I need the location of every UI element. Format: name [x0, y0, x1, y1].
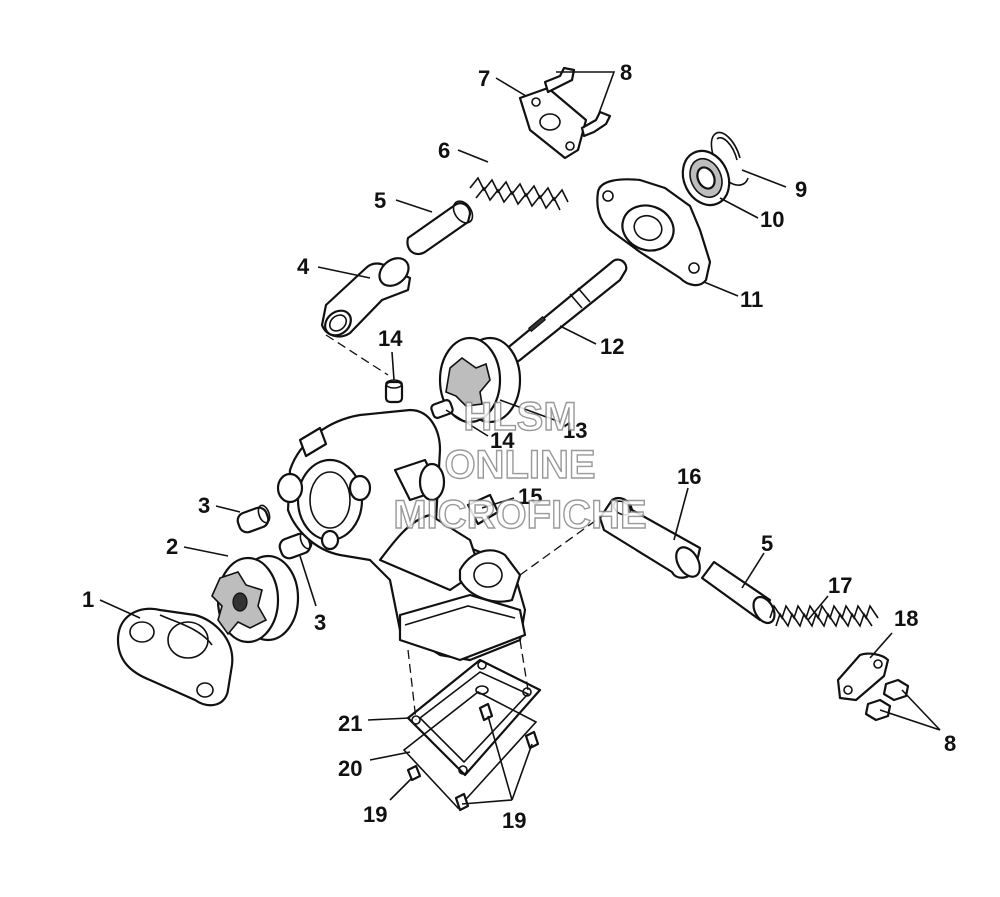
part-5-piston-lower — [700, 560, 776, 625]
part-3-dowel-pin-upper — [236, 504, 271, 534]
callout-12: 12 — [600, 334, 624, 359]
callout-4: 4 — [297, 254, 310, 279]
callout-21: 21 — [338, 711, 362, 736]
part-5-piston-upper — [406, 200, 474, 256]
part-10-bearing — [681, 149, 731, 207]
watermark: HLSM ONLINE MICROFICHE — [393, 394, 648, 537]
callout-10: 10 — [760, 207, 784, 232]
alignment-line-bypass — [519, 515, 603, 576]
callout-18: 18 — [894, 606, 918, 631]
part-6-spring — [469, 176, 569, 211]
part-11-bearing-housing — [596, 178, 712, 287]
callout-1: 1 — [82, 587, 94, 612]
callout-16: 16 — [677, 464, 701, 489]
part-18-cover-plate — [836, 652, 890, 702]
callout-5-lower: 5 — [761, 531, 773, 556]
callout-13: 13 — [563, 418, 587, 443]
callout-17: 17 — [828, 573, 852, 598]
alignment-line-strainer-left — [407, 649, 417, 721]
callout-3-lower: 3 — [314, 610, 326, 635]
watermark-line-1: HLSM — [463, 395, 576, 439]
part-2-rotor — [211, 554, 300, 644]
part-8-bolts-right — [864, 678, 910, 722]
callout-9: 9 — [795, 177, 807, 202]
part-8-bolts-top — [543, 66, 612, 138]
callout-15: 15 — [518, 484, 542, 509]
watermark-line-3: MICROFICHE — [393, 493, 646, 537]
callout-20: 20 — [338, 756, 362, 781]
callout-8-right: 8 — [944, 731, 956, 756]
part-9-circlip — [710, 131, 749, 186]
callout-3-upper: 3 — [198, 493, 210, 518]
callout-19-left: 19 — [363, 802, 387, 827]
callout-2: 2 — [166, 534, 178, 559]
alignment-line-regulator — [325, 334, 389, 376]
watermark-line-2: ONLINE — [444, 443, 595, 487]
callout-6: 6 — [438, 138, 450, 163]
callout-5-upper: 5 — [374, 188, 386, 213]
leader-lines — [99, 71, 941, 805]
part-21-strainer-cover — [406, 658, 542, 777]
callout-19-right: 19 — [502, 808, 526, 833]
part-14-pin-upper — [384, 379, 404, 404]
callout-7: 7 — [478, 66, 490, 91]
callout-14-lower: 14 — [490, 428, 515, 453]
part-16-valve-housing — [598, 496, 702, 579]
callout-11: 11 — [740, 287, 763, 312]
part-14-pin-lower — [430, 399, 454, 419]
callout-14-upper: 14 — [378, 326, 403, 351]
part-17-spring — [769, 604, 879, 628]
part-15-plug — [466, 493, 500, 526]
part-4-regulator-housing — [320, 257, 412, 338]
part-1-pump-cover — [116, 607, 234, 707]
part-7-cover-plate — [518, 86, 588, 160]
pump-body — [276, 408, 527, 662]
part-19-screws — [406, 702, 540, 812]
callout-8-top: 8 — [620, 60, 632, 85]
alignment-line-strainer-right — [519, 639, 529, 691]
part-20-gasket — [402, 691, 538, 810]
